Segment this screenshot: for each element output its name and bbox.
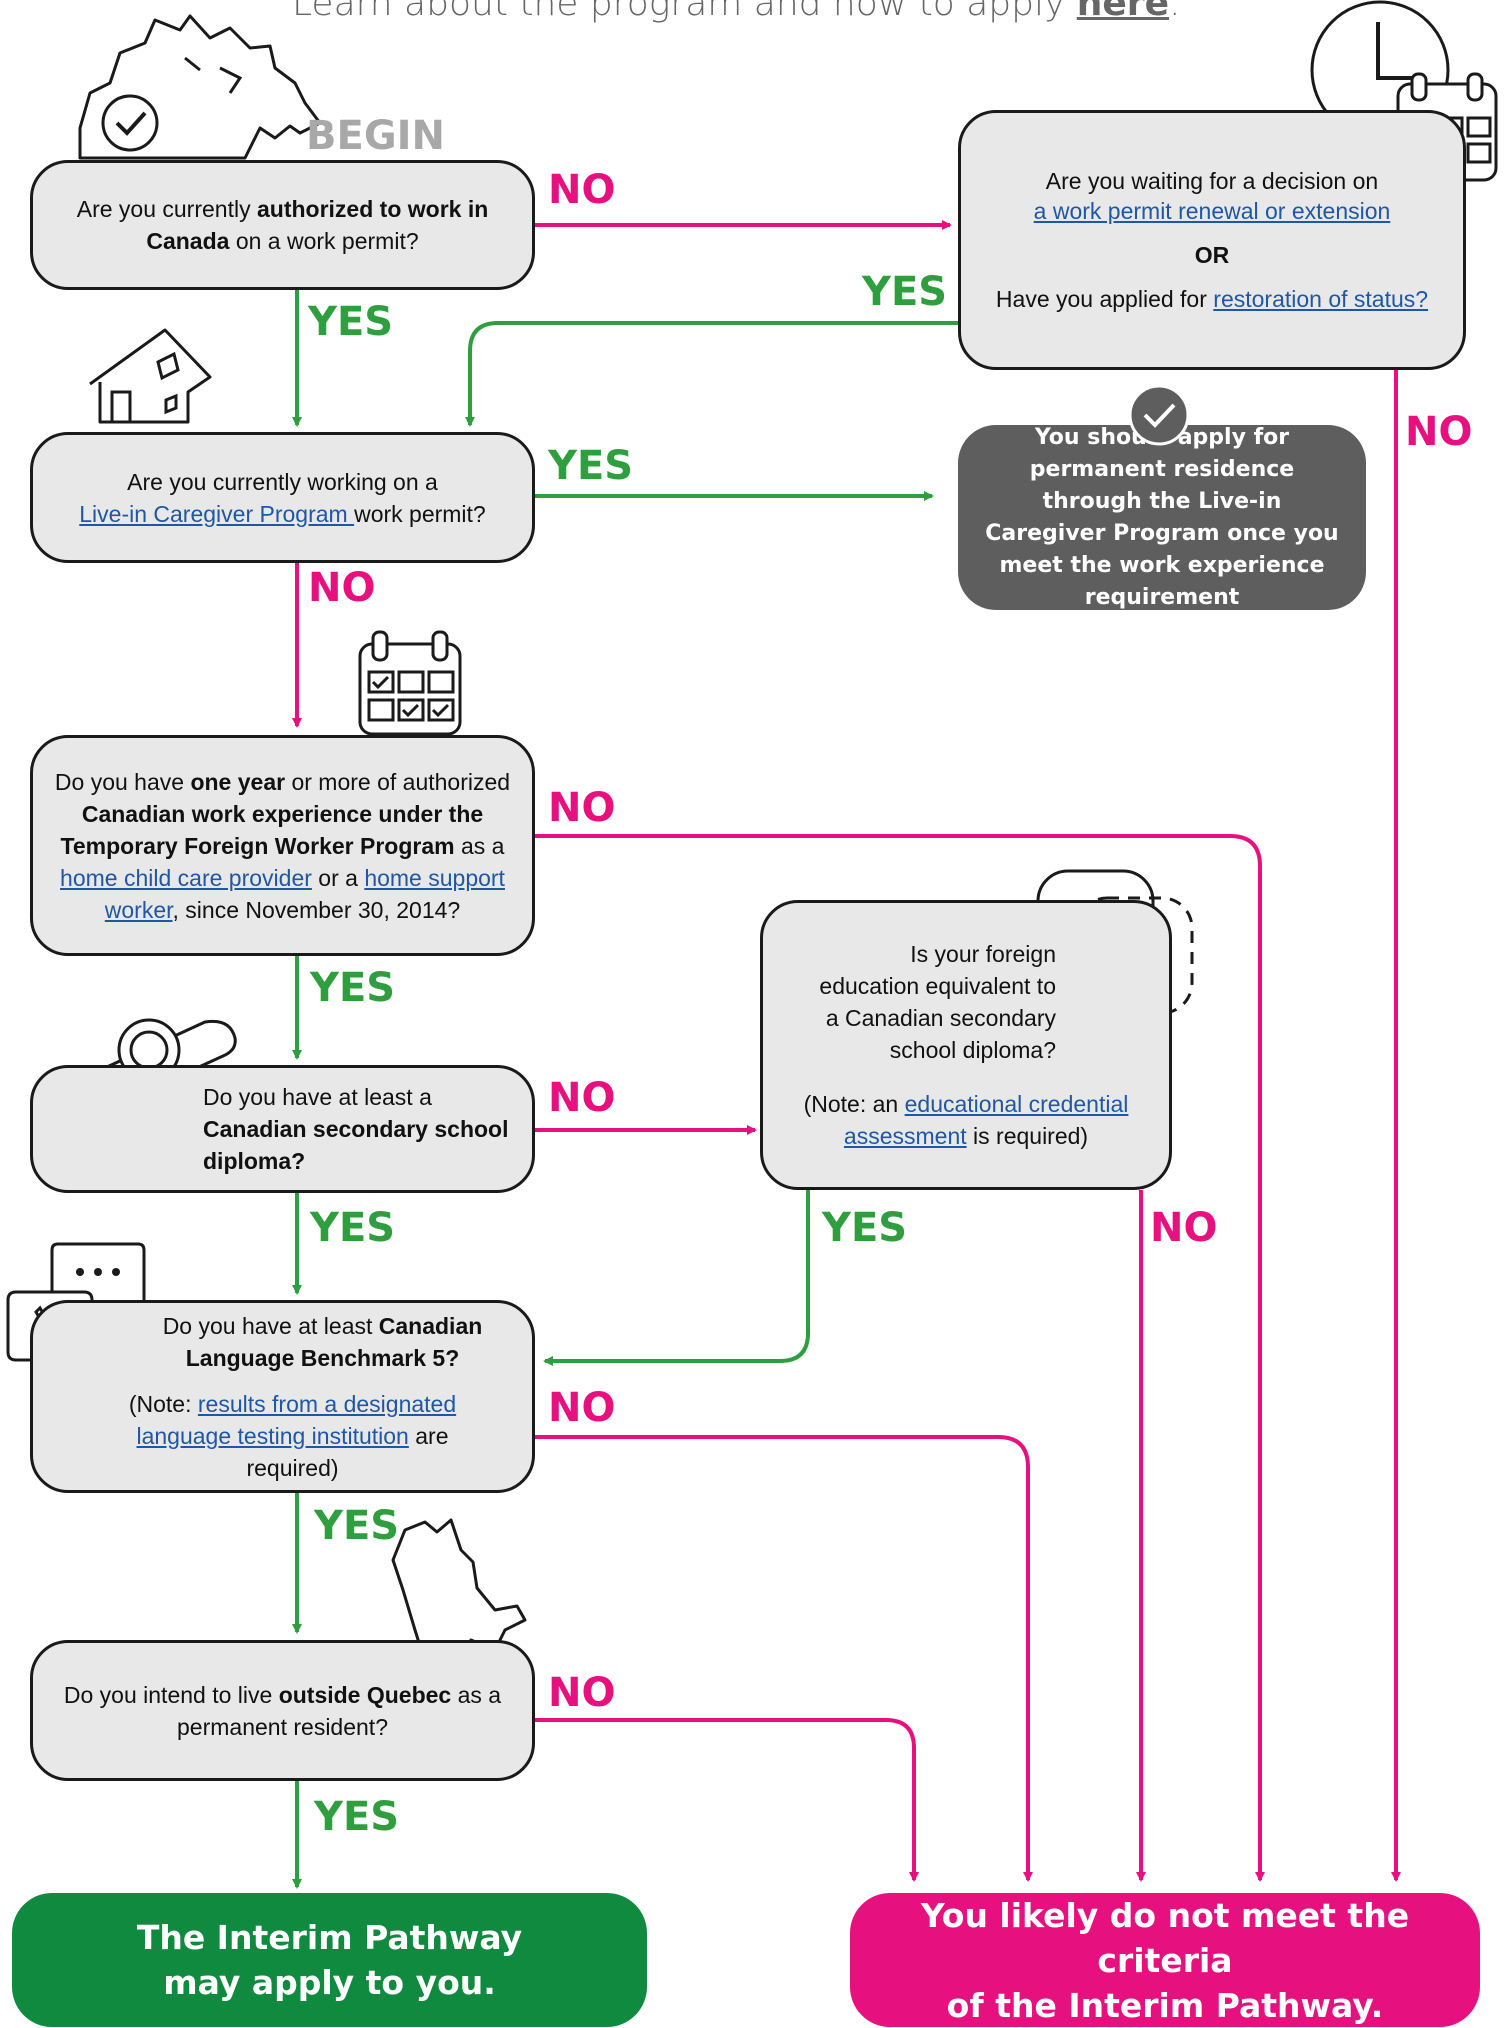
label-q4-no: NO [548, 1075, 616, 1121]
begin-label: BEGIN [306, 113, 446, 159]
label-q6-yes: YES [314, 1794, 400, 1840]
label-q5-no: NO [548, 1385, 616, 1431]
q4-line1: Do you have at least a [203, 1084, 432, 1110]
question-text: Are you currently authorized to work in … [76, 196, 489, 254]
language-testing-link[interactable]: results from a designated language testi… [136, 1390, 457, 1449]
lcp-result-text: You should apply for permanent residence… [985, 424, 1339, 610]
quebec-map-icon [391, 1518, 527, 1664]
q5-note: (Note: results from a designated languag… [128, 1390, 457, 1481]
house-icon [89, 328, 212, 424]
label-q2-yes: YES [548, 443, 634, 489]
header-text: Learn about the program and how to apply… [292, 0, 1180, 22]
label-q6-no: NO [548, 1670, 616, 1716]
result-no-line1: You likely do not meet the criteria [920, 1895, 1410, 1980]
home-support-worker-link[interactable]: home support worker [104, 864, 505, 923]
result-not-meet-criteria: You likely do not meet the criteria of t… [850, 1893, 1480, 2027]
label-waiting-yes: YES [862, 269, 948, 315]
home-child-care-link[interactable]: home child care provider [60, 864, 312, 891]
result-yes-line1: The Interim Pathway [136, 1918, 523, 1957]
header-prefix: Learn about the program and how to apply [292, 0, 1077, 24]
question-outside-quebec: Do you intend to live outside Quebec as … [30, 1640, 535, 1781]
check-icon [1128, 384, 1190, 446]
label-q4-yes: YES [310, 1205, 396, 1251]
result-live-in-caregiver: You should apply for permanent residence… [958, 425, 1366, 610]
question-live-in-caregiver: Are you currently working on a Live-in C… [30, 432, 535, 563]
result-no-line2: of the Interim Pathway. [946, 1985, 1384, 2025]
arrow-q3-no [535, 834, 1265, 1882]
arrow-q6-no [535, 1718, 919, 1882]
work-permit-renewal-link[interactable]: a work permit renewal or extension [1033, 198, 1391, 224]
restoration-status-link[interactable]: restoration of status? [1213, 286, 1429, 312]
label-q1-yes: YES [308, 299, 394, 345]
label-foreign-no: NO [1150, 1205, 1218, 1251]
label-q5-yes: YES [314, 1503, 400, 1549]
q2-line1: Are you currently working on a [127, 468, 438, 495]
question-secondary-diploma: Do you have at least a Canadian secondar… [30, 1065, 535, 1193]
live-in-caregiver-link[interactable]: Live-in Caregiver Program [79, 500, 355, 527]
credential-assessment-link[interactable]: educational credential assessment [843, 1091, 1129, 1149]
q6-text: Do you intend to live outside Quebec as … [63, 1681, 502, 1740]
question-language-benchmark: Do you have at least Canadian Language B… [30, 1300, 535, 1493]
question-waiting-decision: Are you waiting for a decision on a work… [958, 110, 1466, 370]
question-one-year-experience: Do you have one year or more of authoriz… [30, 735, 535, 956]
label-q3-yes: YES [310, 965, 396, 1011]
question-foreign-education: Is your foreign education equivalent to … [760, 900, 1172, 1190]
label-q3-no: NO [548, 785, 616, 831]
canada-map-icon [78, 14, 320, 160]
waiting-line1: Are you waiting for a decision on [1045, 168, 1379, 194]
result-yes-line2: may apply to you. [163, 1963, 496, 2002]
q3-text: Do you have one year or more of authoriz… [54, 768, 511, 923]
result-may-apply: The Interim Pathway may apply to you. [12, 1893, 647, 2027]
q2-line2: Live-in Caregiver Program work permit? [79, 500, 486, 527]
arrow-foreign-yes [543, 1190, 810, 1366]
header-link[interactable]: here [1076, 0, 1169, 24]
label-waiting-no: NO [1405, 409, 1473, 455]
q5-question: Do you have at least Canadian Language B… [162, 1312, 483, 1371]
waiting-line2: Have you applied for restoration of stat… [995, 286, 1429, 312]
label-foreign-yes: YES [822, 1205, 908, 1251]
q4-line2: Canadian secondary school diploma? [203, 1116, 509, 1174]
question-authorized-to-work: Are you currently authorized to work in … [30, 160, 535, 290]
header-period: . [1168, 0, 1181, 24]
label-q2-no: NO [308, 565, 376, 611]
arrow-waiting-yes [465, 321, 958, 427]
foreign-note: (Note: an educational credential assessm… [803, 1091, 1129, 1149]
foreign-question-text: Is your foreign education equivalent to … [819, 941, 1056, 1063]
label-q1-no: NO [548, 167, 616, 213]
arrow-q5-no [535, 1435, 1033, 1882]
calendar-icon [358, 630, 462, 736]
or-label: OR [1194, 242, 1230, 268]
